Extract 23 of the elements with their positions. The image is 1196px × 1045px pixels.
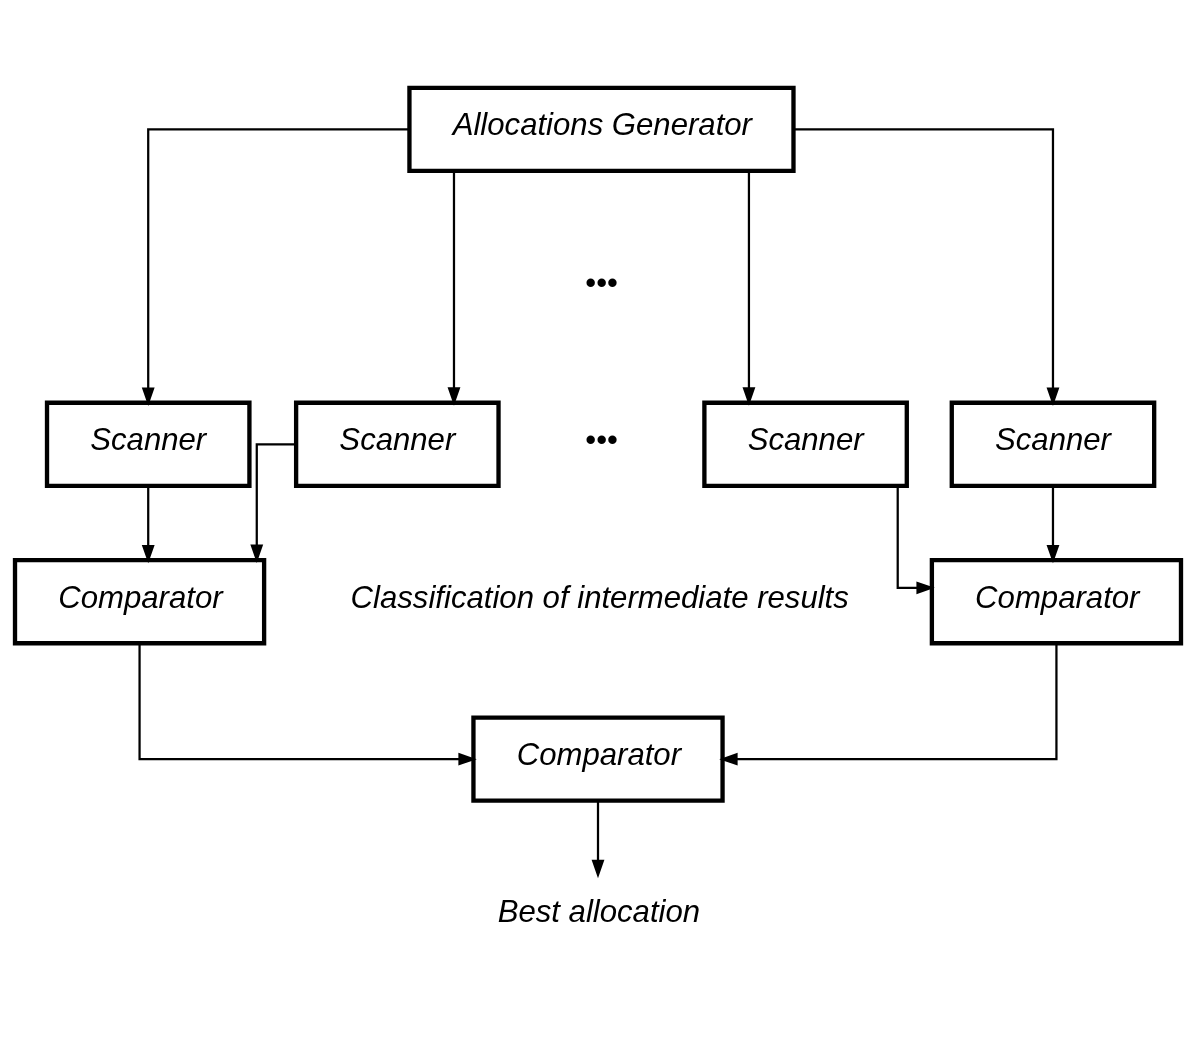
arrow <box>896 485 935 594</box>
node-box: Scanner <box>44 400 252 488</box>
arrow <box>591 800 605 878</box>
node-box: Scanner <box>293 400 501 488</box>
node-box: Comparator <box>471 714 725 803</box>
arrow <box>447 170 461 406</box>
label: Classification of intermediate results <box>350 579 849 615</box>
node-box: Scanner <box>949 400 1157 488</box>
arrow <box>138 643 477 766</box>
node-text: Best allocation <box>497 893 701 929</box>
arrow <box>250 442 296 563</box>
arrow <box>742 170 756 406</box>
arrow <box>719 643 1058 766</box>
label: ••• <box>585 421 618 457</box>
arrow <box>141 486 155 563</box>
node-box: Comparator <box>929 557 1184 645</box>
label: ••• <box>585 264 618 300</box>
arrow <box>1046 486 1060 563</box>
node-box: Scanner <box>702 400 909 488</box>
node-box: Allocations Generator <box>407 85 796 173</box>
arrow <box>793 127 1060 406</box>
arrow <box>141 127 410 406</box>
node-box: Comparator <box>12 557 267 645</box>
